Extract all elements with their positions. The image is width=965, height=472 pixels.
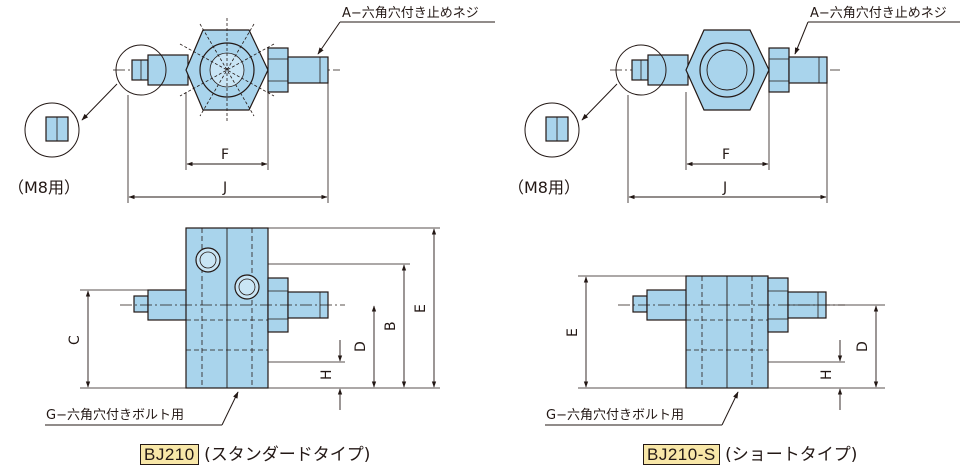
dim-f-left: F [221, 147, 229, 163]
model-code-right: BJ210-S [643, 444, 720, 465]
caption-right: BJ210-S (ショートタイプ) [643, 440, 857, 465]
caption-left: BJ210 (スタンダードタイプ) [140, 440, 370, 465]
model-code-left: BJ210 [140, 444, 199, 465]
bolt-hole-1 [195, 247, 221, 273]
detail-circle [115, 44, 167, 96]
dim-h-left: H [319, 369, 335, 380]
model-desc-left: (スタンダードタイプ) [204, 445, 371, 465]
bj210s-top-view [524, 21, 960, 203]
shaft-left [147, 54, 189, 86]
bolt-label-left: G−六角穴付きボルト用 [46, 408, 184, 423]
m8-label-right: （M8用） [508, 178, 580, 197]
shaft-right [287, 56, 329, 84]
bj210s-front-view [545, 275, 885, 426]
setscrew-label-right: A−六角穴付き止めネジ [810, 6, 947, 21]
m8-label-left: （M8用） [8, 178, 80, 197]
setscrew-left [131, 59, 149, 81]
dim-e-right: E [565, 328, 581, 337]
dim-b-left: B [383, 321, 399, 331]
dim-d-left: D [353, 341, 369, 352]
dim-d-right: D [855, 341, 871, 352]
dim-j-left: J [222, 180, 227, 196]
dim-f-right: F [722, 147, 730, 163]
setscrew-label-left: A−六角穴付き止めネジ [342, 6, 479, 21]
model-desc-right: (ショートタイプ) [725, 445, 858, 465]
dim-e-left: E [413, 304, 429, 313]
dim-h-right: H [819, 369, 835, 380]
nut [267, 47, 289, 93]
bolt-hole-2 [234, 274, 260, 300]
dim-j-right: J [722, 180, 727, 196]
bolt-label-right: G−六角穴付きボルト用 [546, 408, 684, 423]
bj210-top-view [24, 18, 495, 203]
bj210-front-view [45, 227, 440, 426]
dim-c-left: C [67, 335, 83, 345]
